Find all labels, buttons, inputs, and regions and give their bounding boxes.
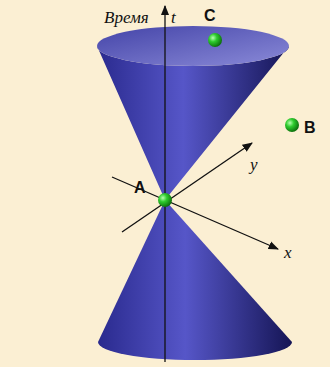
event-label: A — [134, 180, 146, 196]
event-point — [285, 118, 299, 132]
past-cone — [98, 200, 292, 360]
cone-top-surface — [97, 26, 289, 66]
time-axis — [164, 6, 165, 362]
event-label: C — [204, 8, 216, 24]
event-point — [208, 33, 222, 47]
future-cone — [97, 46, 289, 200]
x-axis — [112, 177, 278, 249]
axis-name: y — [250, 156, 258, 173]
axis-title: Время — [104, 9, 149, 26]
event-point — [158, 193, 172, 207]
event-label: B — [304, 120, 316, 136]
axis-name: x — [284, 244, 292, 261]
axis-name: t — [171, 9, 176, 26]
